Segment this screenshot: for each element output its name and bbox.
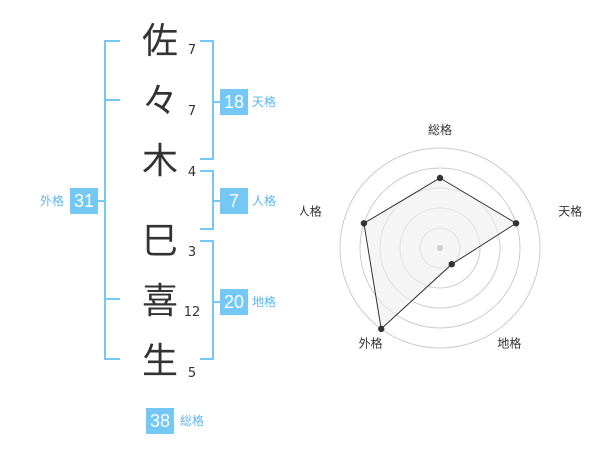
jinkaku-value-badge: 7 (220, 188, 248, 214)
gaikaku-value-badge: 31 (70, 188, 98, 214)
jinkaku-bracket-bottom (200, 228, 214, 230)
stroke-count-5: 12 (183, 305, 201, 320)
chikaku-bracket-bottom (200, 358, 214, 360)
fortune-radar-chart: 総格 天格 地格 外格 人格 (300, 122, 582, 350)
stroke-count-1: 7 (187, 43, 197, 58)
tenkaku-value-badge: 18 (220, 89, 248, 115)
chikaku-bracket-vertical (212, 240, 214, 360)
gaikaku-bracket-tick-2 (104, 298, 120, 300)
radar-label-gaikaku: 外格 (359, 335, 383, 350)
tenkaku-bracket-vertical (212, 40, 214, 160)
radar-label-tenkaku: 天格 (558, 204, 582, 219)
gaikaku-bracket-bottom (104, 358, 120, 360)
gaikaku-bracket-connector (98, 200, 104, 202)
radar-label-chikaku: 地格 (497, 335, 521, 350)
radar-point-3 (448, 260, 455, 268)
chikaku-bracket-connector (212, 301, 220, 303)
name-char-3: 木 (141, 141, 178, 182)
name-char-4: 巳 (141, 221, 178, 262)
tenkaku-bracket-bottom (200, 158, 214, 160)
jinkaku-bracket-connector (212, 200, 220, 202)
jinkaku-label: 人格 (252, 194, 277, 208)
chikaku-label: 地格 (252, 295, 277, 309)
name-char-6: 生 (141, 341, 178, 382)
tenkaku-bracket-connector (212, 101, 220, 103)
soukaku-value-badge: 38 (146, 408, 174, 434)
radar-label-jinkaku: 人格 (300, 204, 322, 219)
radar-grid-ring-4 (359, 167, 521, 329)
gaikaku-bracket-top (104, 40, 120, 42)
radar-point-5 (360, 220, 368, 227)
stroke-count-3: 4 (187, 165, 197, 180)
chikaku-bracket-top (200, 240, 214, 242)
name-char-2: 々 (141, 81, 178, 122)
stroke-count-2: 7 (187, 104, 197, 119)
radar-point-2 (512, 220, 520, 227)
radar-data-polygon (363, 177, 518, 330)
chikaku-value-badge: 20 (220, 289, 248, 315)
stroke-count-6: 5 (187, 366, 197, 381)
radar-center-dot (437, 245, 443, 251)
radar-data-points (360, 174, 520, 333)
name-char-1: 佐 (141, 21, 178, 62)
tenkaku-bracket-top (200, 40, 214, 42)
radar-label-soukaku: 総格 (428, 122, 452, 137)
radar-point-4 (378, 325, 385, 333)
gaikaku-label: 外格 (40, 194, 65, 208)
gaikaku-bracket-vertical (104, 40, 106, 360)
jinkaku-bracket-top (200, 170, 214, 172)
gaikaku-bracket-tick-1 (104, 99, 120, 101)
name-char-5: 喜 (141, 281, 178, 322)
radar-point-1 (436, 174, 444, 182)
soukaku-label: 総格 (180, 414, 205, 428)
stroke-count-4: 3 (187, 245, 197, 260)
tenkaku-label: 天格 (252, 95, 277, 109)
